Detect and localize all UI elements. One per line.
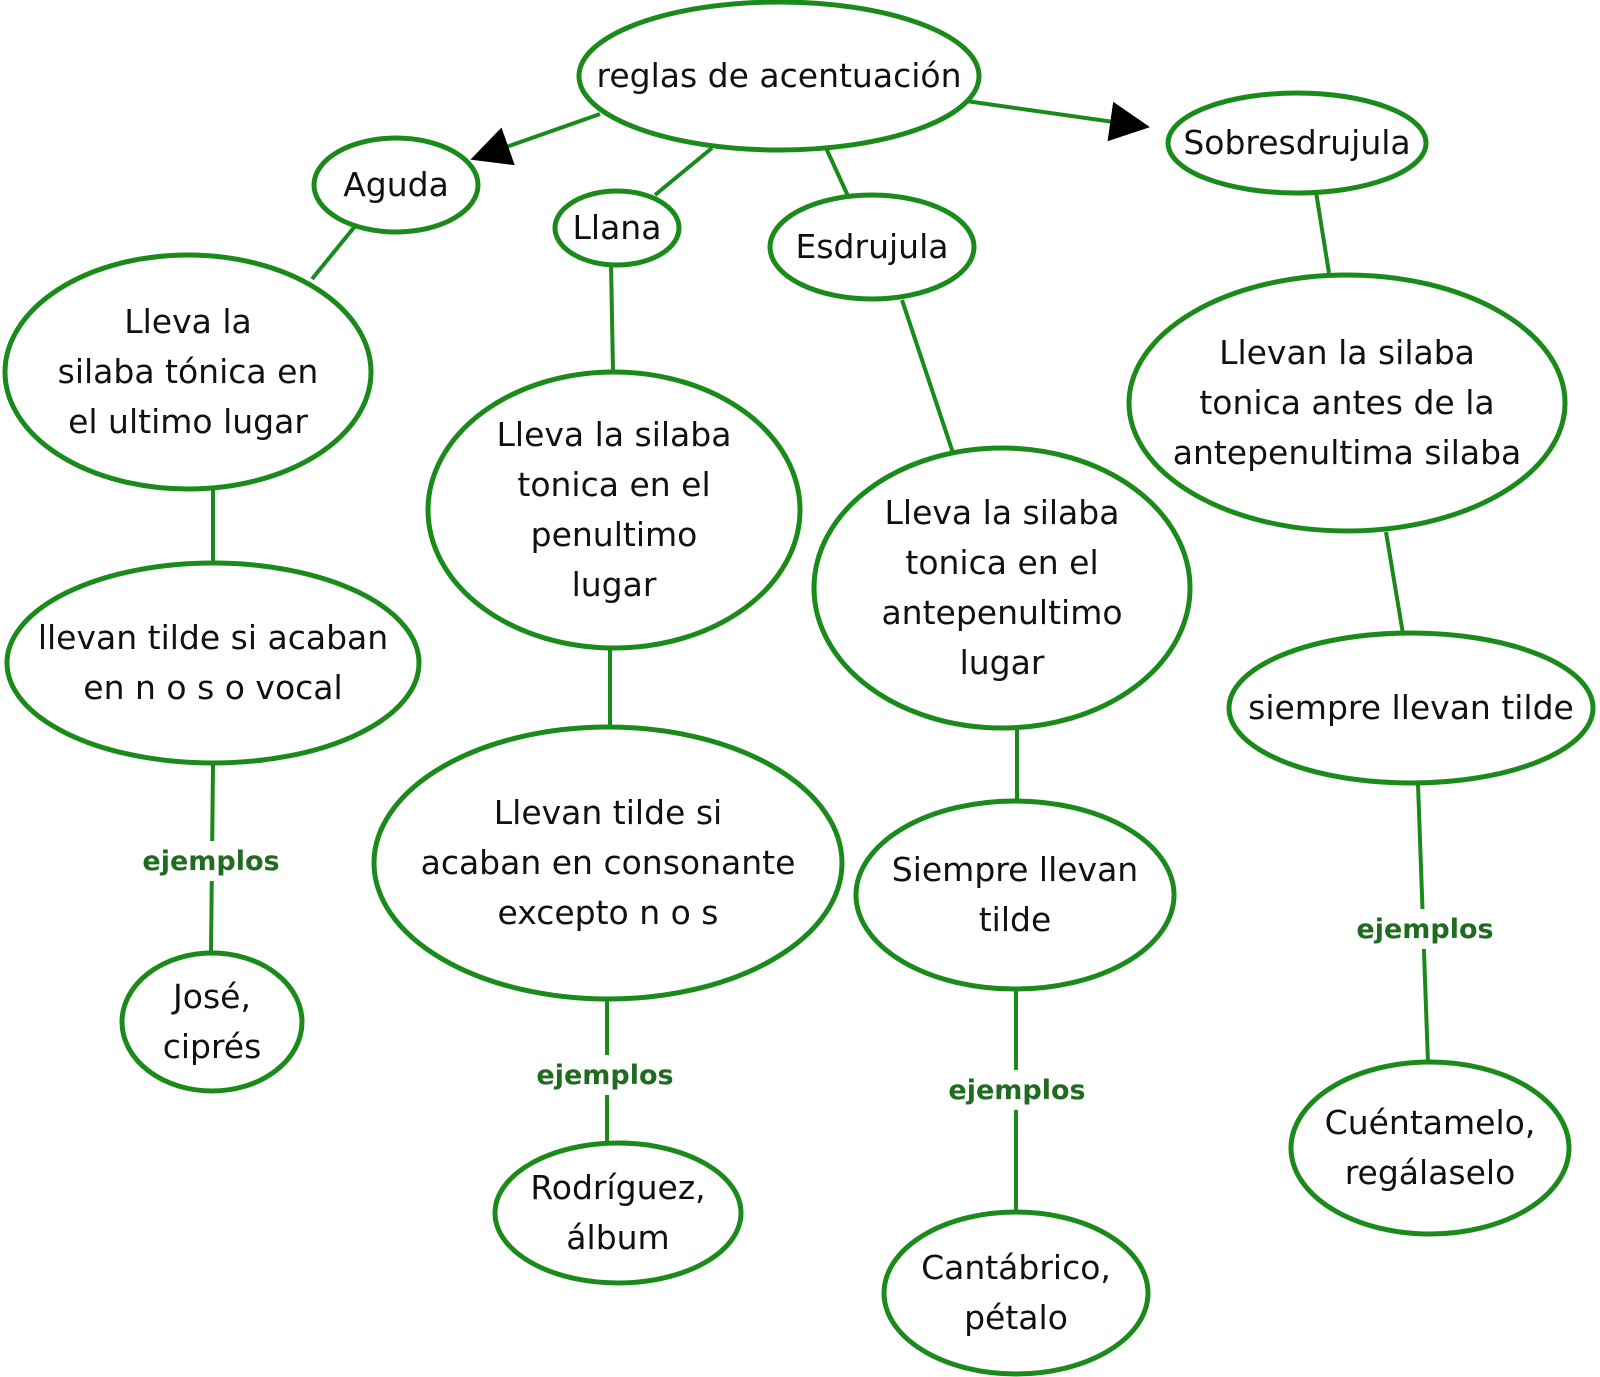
node-aguda-def: Lleva la silaba tónica en el ultimo lugar: [2, 252, 374, 492]
esdrujula-def-text-line: lugar: [960, 643, 1045, 682]
node-esdrujula-rule: Siempre llevan tilde: [853, 798, 1177, 992]
sobresdrujula-example-text-line: regálaselo: [1345, 1153, 1516, 1192]
llana-def-text-line: penultimo: [531, 515, 698, 554]
node-esdrujula-def: Lleva la silaba tonica en el antepenultimo…: [811, 445, 1193, 731]
esdrujula-text-line: Esdrujula: [796, 227, 949, 266]
edge-llana-def: [609, 263, 615, 373]
llana-rule-text-line: acaban en consonante: [421, 843, 796, 882]
aguda-rule-text-line: en n o s o vocal: [83, 668, 342, 707]
edge-root-sobresdrujula: [965, 99, 1150, 142]
sobresdrujula-text-line: Sobresdrujula: [1183, 123, 1410, 162]
node-sobresdrujula-rule: siempre llevan tilde: [1226, 630, 1596, 786]
aguda-def-text-line: Lleva la: [124, 302, 252, 341]
node-aguda-rule: llevan tilde si acaban en n o s o vocal: [4, 560, 422, 766]
node-llana-rule: Llevan tilde si acaban en consonante excep…: [371, 724, 845, 1002]
llana-example-text-line: álbum: [566, 1218, 669, 1257]
node-llana-def: Lleva la silaba tonica en el penultimo luga…: [425, 369, 803, 651]
sobresdrujula-def-text-line: antepenultima silaba: [1173, 433, 1522, 472]
node-aguda-example: José, ciprés: [119, 950, 305, 1094]
edge-label-esdrujula: ejemplos: [948, 1075, 1085, 1106]
llana-rule-text-line: excepto n o s: [498, 893, 719, 932]
node-sobresdrujula-def: Llevan la silaba tonica antes de la antepe…: [1126, 272, 1568, 534]
aguda-example-text-line: ciprés: [163, 1027, 262, 1066]
node-root: reglas de acentuación: [576, 0, 982, 153]
aguda-def-text-line: silaba tónica en: [58, 352, 319, 391]
node-sobresdrujula: Sobresdrujula: [1165, 90, 1429, 196]
node-llana-example: Rodríguez, álbum: [492, 1140, 744, 1286]
aguda-rule-text-line: llevan tilde si acaban: [38, 618, 388, 657]
edge-aguda-def: [310, 223, 358, 281]
edge-root-llana: [653, 146, 714, 197]
esdrujula-example-text-line: Cantábrico,: [921, 1248, 1111, 1287]
edge-root-aguda: [470, 112, 601, 166]
aguda-def-text-line: el ultimo lugar: [68, 402, 308, 441]
llana-def-text-line: tonica en el: [517, 465, 710, 504]
edge-label-sobresdrujula: ejemplos: [1356, 914, 1493, 945]
llana-example-text-line: Rodríguez,: [530, 1168, 705, 1207]
esdrujula-def-text-line: antepenultimo: [881, 593, 1122, 632]
llana-text-line: Llana: [573, 208, 662, 247]
esdrujula-rule-text-line: Siempre llevan: [892, 850, 1138, 889]
esdrujula-def-text-line: Lleva la silaba: [885, 493, 1120, 532]
aguda-example-text-line: José,: [171, 977, 251, 1016]
sobresdrujula-example-text-line: Cuéntamelo,: [1325, 1103, 1536, 1142]
edge-sobresdrujula-rule: [1384, 531, 1405, 635]
llana-rule-text-line: Llevan tilde si: [494, 793, 722, 832]
esdrujula-def-text-line: tonica en el: [905, 543, 1098, 582]
sobresdrujula-def-text-line: Llevan la silaba: [1219, 333, 1475, 372]
llana-def-text-line: Lleva la silaba: [497, 415, 732, 454]
llana-def-text-line: lugar: [572, 565, 657, 604]
esdrujula-rule-text-line: tilde: [979, 900, 1052, 939]
root-text-line: reglas de acentuación: [597, 56, 962, 95]
node-sobresdrujula-example: Cuéntamelo, regálaselo: [1288, 1059, 1572, 1237]
edge-sobresdrujula-def: [1314, 191, 1331, 274]
sobresdrujula-rule-text-line: siempre llevan tilde: [1248, 688, 1574, 727]
edge-label-llana: ejemplos: [536, 1060, 673, 1091]
edge-label-aguda: ejemplos: [142, 846, 279, 877]
node-aguda: Aguda: [311, 135, 481, 235]
sobresdrujula-def-text-line: tonica antes de la: [1199, 383, 1494, 422]
edge-esdrujula-def: [900, 299, 956, 457]
node-esdrujula-example: Cantábrico, pétalo: [881, 1209, 1151, 1377]
esdrujula-example-text-line: pétalo: [964, 1298, 1068, 1337]
edge-labels: ejemplos ejemplos ejemplos ejemplos: [140, 841, 1494, 1110]
aguda-text-line: Aguda: [343, 165, 449, 204]
node-llana: Llana: [552, 188, 682, 268]
edge-root-esdrujula: [824, 147, 850, 197]
node-esdrujula: Esdrujula: [767, 192, 977, 302]
